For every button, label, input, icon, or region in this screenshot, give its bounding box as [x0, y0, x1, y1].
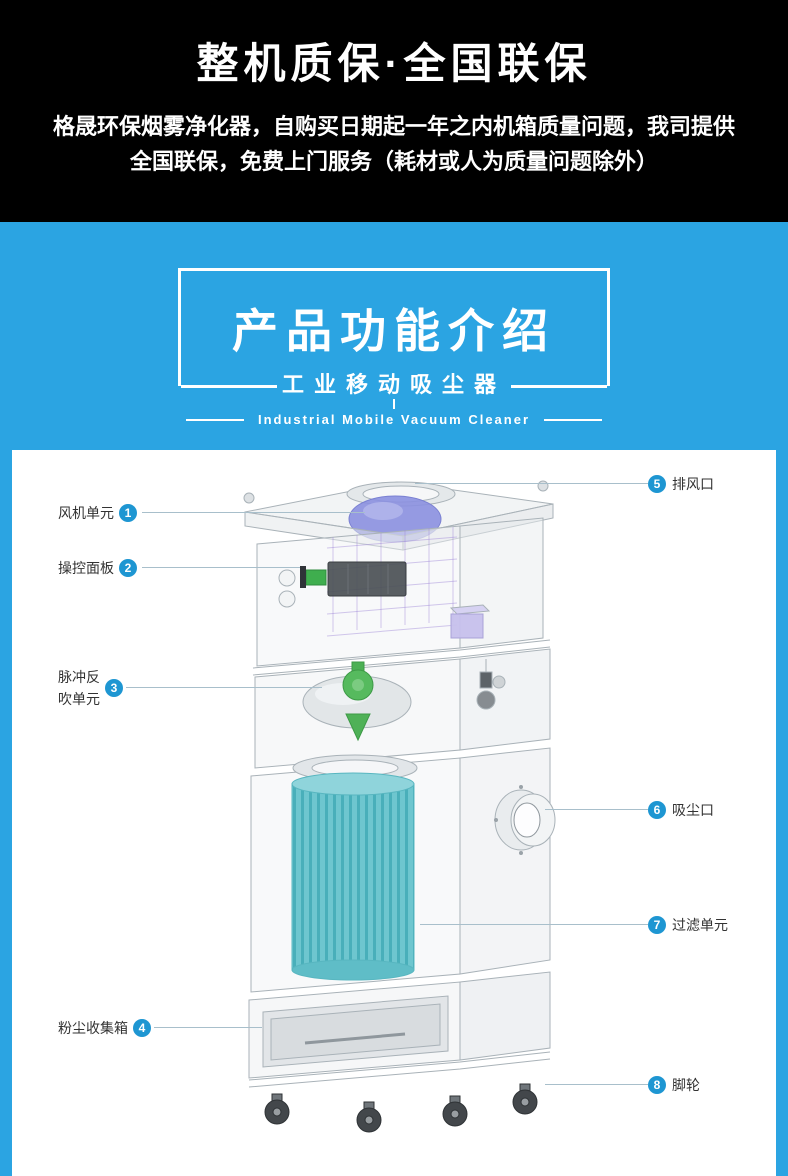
- callout-fan-unit: 风机单元 1: [58, 503, 137, 523]
- callout-suction-inlet: 6 吸尘口: [648, 800, 714, 820]
- pulse-valve-illustration: [254, 648, 551, 769]
- callout-label-line1: 脉冲反: [58, 669, 100, 685]
- callout-label: 粉尘收集箱: [58, 1020, 128, 1036]
- callout-number-badge: 3: [105, 679, 123, 697]
- filter-cartridge-illustration: [250, 747, 551, 993]
- callout-label: 排风口: [672, 476, 714, 492]
- frame-bottom-right-line: [511, 385, 607, 388]
- warranty-header: 整机质保·全国联保 格晟环保烟雾净化器，自购买日期起一年之内机箱质量问题，我司提…: [0, 0, 788, 222]
- callout-control-panel: 操控面板 2: [58, 558, 137, 578]
- callout-label: 过滤单元: [672, 917, 728, 933]
- callout-label: 吸尘口: [672, 802, 714, 818]
- left-rule-line: [185, 418, 244, 421]
- banner-subtitle: 工业移动吸尘器: [281, 372, 507, 397]
- callout-label-line2: 吹单元: [58, 691, 100, 707]
- callout-exhaust-outlet: 5 排风口: [648, 474, 714, 494]
- banner-tick-line: [393, 399, 395, 409]
- dust-drawer-illustration: [248, 971, 551, 1079]
- callout-line-filter-unit: [420, 924, 648, 925]
- callout-line-pulse-unit: [126, 687, 322, 688]
- warranty-desc-line1: 格晟环保烟雾净化器，自购买日期起一年之内机箱质量问题，我司提供: [52, 114, 735, 139]
- callout-label: 操控面板: [58, 560, 114, 576]
- callout-line-suction-inlet: [545, 809, 648, 810]
- callout-pulse-unit: 脉冲反 吹单元 3: [58, 666, 123, 710]
- callout-number-badge: 2: [119, 559, 137, 577]
- callout-casters: 8 脚轮: [648, 1075, 700, 1095]
- product-illustration: [243, 480, 556, 1133]
- callout-number-badge: 6: [648, 801, 666, 819]
- callout-line-control-panel: [142, 567, 300, 568]
- warranty-desc-line2: 全国联保，免费上门服务（耗材或人为质量问题除外）: [129, 149, 658, 175]
- callout-label: 脉冲反 吹单元: [58, 666, 100, 710]
- callout-number-badge: 5: [648, 475, 666, 493]
- fan-unit-illustration: [348, 495, 442, 543]
- callout-line-exhaust-outlet: [415, 483, 648, 484]
- callout-dust-box: 粉尘收集箱 4: [58, 1018, 151, 1038]
- banner-frame: 产品功能介绍 工业移动吸尘器: [178, 268, 610, 397]
- callout-label: 脚轮: [672, 1077, 700, 1093]
- callout-number-badge: 4: [133, 1019, 151, 1037]
- callout-number-badge: 8: [648, 1076, 666, 1094]
- callout-number-badge: 1: [119, 504, 137, 522]
- right-rule-line: [544, 418, 603, 421]
- caster-wheels-illustration: [248, 1051, 551, 1133]
- callout-number-badge: 7: [648, 916, 666, 934]
- callout-line-dust-box: [154, 1027, 262, 1028]
- warranty-title: 整机质保·全国联保: [196, 40, 592, 87]
- callout-line-fan-unit: [142, 512, 365, 513]
- feature-banner: 产品功能介绍 工业移动吸尘器 Industrial Mobile Vacuum …: [0, 222, 788, 450]
- callout-label: 风机单元: [58, 505, 114, 521]
- banner-title: 产品功能介绍: [232, 305, 556, 357]
- control-panel-illustration: [278, 561, 491, 639]
- banner-subtitle-en: Industrial Mobile Vacuum Cleaner: [257, 412, 531, 427]
- warranty-description: 格晟环保烟雾净化器，自购买日期起一年之内机箱质量问题，我司提供 全国联保，免费上…: [0, 109, 788, 179]
- suction-port-illustration: [494, 785, 556, 855]
- callout-filter-unit: 7 过滤单元: [648, 915, 728, 935]
- callout-line-casters: [545, 1084, 648, 1085]
- frame-bottom-left-line: [181, 385, 277, 388]
- diagram-panel: 风机单元 1 操控面板 2 脉冲反 吹单元 3 粉尘收集箱 4 5 排风口: [12, 450, 776, 1176]
- banner-subtitle-en-row: Industrial Mobile Vacuum Cleaner: [0, 412, 788, 427]
